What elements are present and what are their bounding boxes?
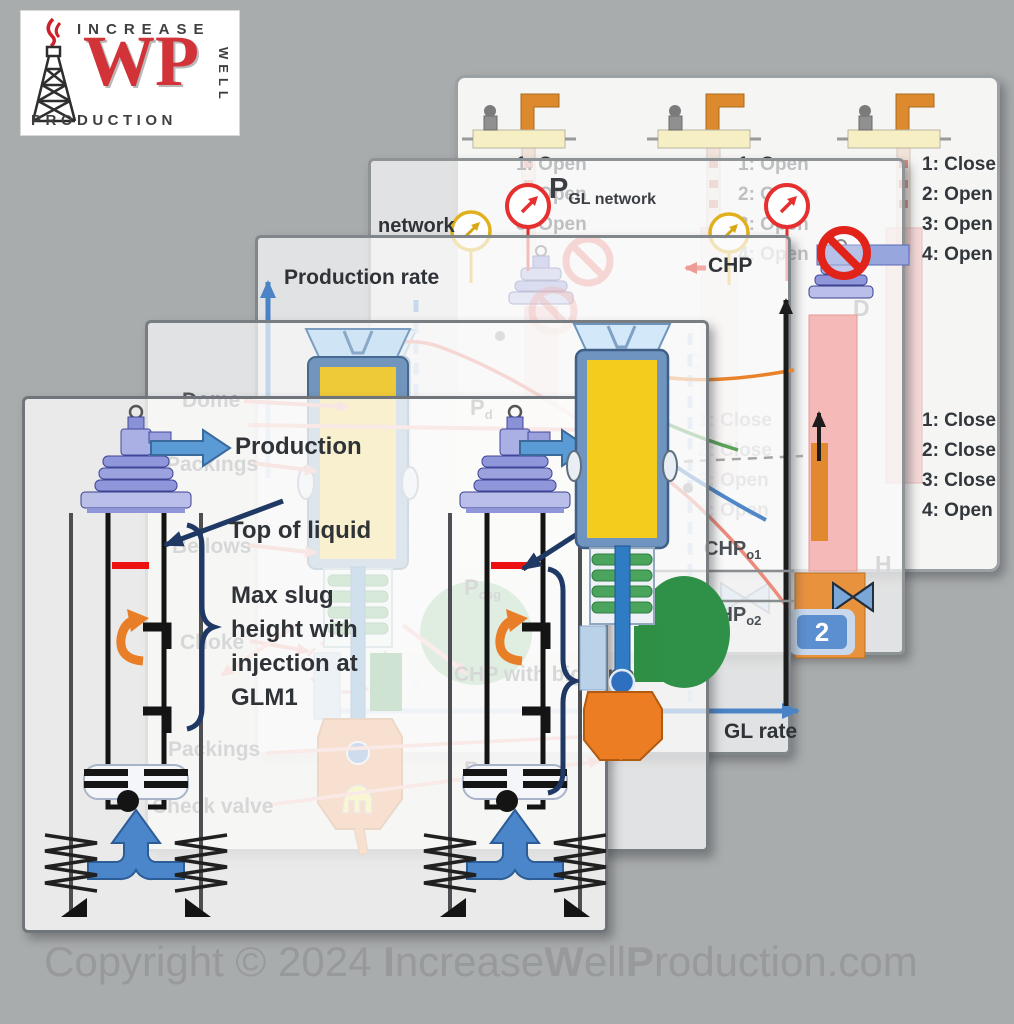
step-badge: 2 (789, 609, 855, 655)
x-axis-label: GL rate (724, 720, 798, 743)
chp-o1-label: CHPo1 (704, 538, 762, 562)
p-gl-network-label: PGL network (549, 173, 657, 208)
production-label: Production (235, 433, 362, 460)
network-label: network (378, 215, 455, 237)
flame-icon (54, 22, 62, 39)
top-of-liquid-pointer (163, 498, 284, 548)
logo-acronym: WP (83, 21, 199, 101)
slug-height-brace (547, 566, 583, 796)
oil-derrick-icon (31, 17, 77, 123)
gas-lift-valve-cutaway-detail (566, 323, 730, 761)
valve-state-list-well3-stage2: 1: Close 2: Close 3: Close 4: Open (922, 410, 996, 521)
casing-gas-column (811, 443, 828, 541)
step-badge-number: 2 (797, 615, 847, 649)
valve-bowtie-icon (832, 581, 874, 613)
top-of-liquid-pointer (521, 526, 587, 572)
logo-vertical-word: WELL (216, 47, 231, 104)
flame-icon (46, 17, 56, 48)
valve-state-list-well3: 1: Close 2: Open 3: Open 4: Open (922, 154, 996, 265)
y-axis-label: Production rate (284, 266, 440, 289)
no-flow-sign-icon (817, 226, 871, 280)
chp-axis-label: CHP (708, 254, 753, 277)
top-of-liquid-label: Top of liquid (229, 517, 372, 544)
logo-line-bottom: PRODUCTION (31, 112, 177, 129)
slide-panel-well-schematic: Production Top of liquid Max slug height… (22, 396, 608, 933)
max-slug-label: Max slug height with injection at GLM1 (231, 582, 358, 711)
slug-height-brace (186, 522, 222, 732)
production-arrow-icon (150, 428, 232, 468)
copyright-text: Copyright © 2024 IncreaseWellProduction.… (44, 938, 918, 985)
logo-line-top: INCREASE (77, 21, 211, 38)
iwp-logo: INCREASE WP WELL PRODUCTION (20, 10, 240, 136)
